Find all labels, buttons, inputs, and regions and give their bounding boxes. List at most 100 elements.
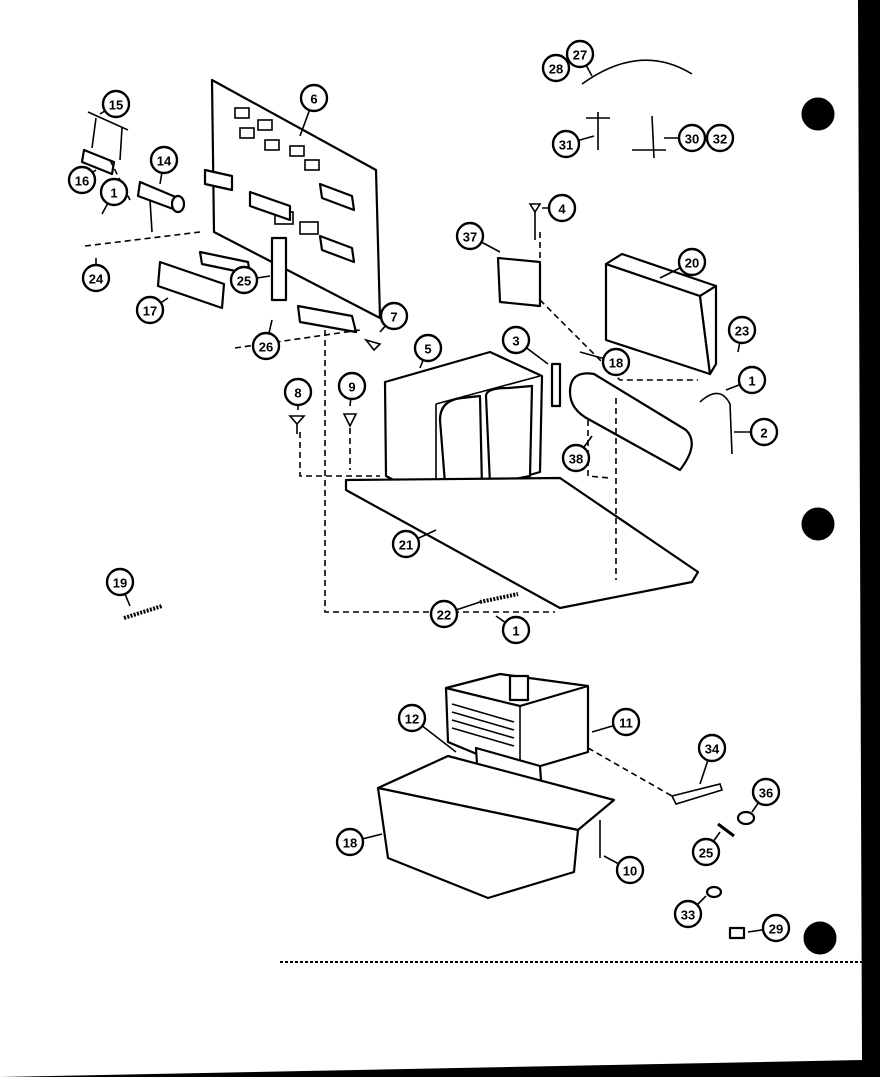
callout-circle [397,703,427,733]
callout-label: 18 [609,356,623,371]
callout-27: 27 [565,39,595,69]
part-22-screw [479,592,519,604]
guide-line-magnetron [587,747,673,797]
callout-12: 12 [397,703,427,733]
callout-34: 34 [697,733,727,763]
callout-circle [501,325,531,355]
callout-label: 9 [348,380,355,395]
screws [288,203,542,434]
callout-label: 27 [573,48,587,63]
callout-circle [335,827,365,857]
part-3-diode [550,362,562,408]
callout-label: 7 [390,310,397,325]
callout-31: 31 [551,129,581,159]
callout-label: 20 [685,256,699,271]
callout-label: 14 [157,154,172,169]
callout-label: 18 [343,836,357,851]
callout-label: 6 [310,92,317,107]
callout-label: 26 [259,340,273,355]
callout-14: 14 [149,145,179,175]
callout-circle [561,443,591,473]
callout-circle [565,39,595,69]
callout-circle [135,295,165,325]
callout-circle [501,615,531,645]
callout-16: 16 [67,165,97,195]
part-30-clip [632,115,666,159]
callout-label: 25 [237,274,251,289]
callout-7: 7 [379,301,409,331]
callout-circle [81,263,111,293]
callout-9: 9 [337,371,367,401]
callout-25: 25 [229,265,259,295]
callout-circle [691,837,721,867]
callout-4: 4 [547,193,577,223]
part-15-bracket [87,111,129,161]
callout-18-2: 18 [335,827,365,857]
guide-lines-middle [299,232,698,580]
callout-circle [697,733,727,763]
part-2-clip [699,392,733,455]
callout-23: 23 [727,315,757,345]
callout-label: 1 [110,186,117,201]
callout-3: 3 [501,325,531,355]
callout-label: 24 [89,272,104,287]
callout-label: 32 [713,132,727,147]
callout-label: 16 [75,174,89,189]
callout-circle [101,89,131,119]
callout-33: 33 [673,899,703,929]
callout-label: 33 [681,908,695,923]
control-board-assembly [198,78,382,334]
callout-label: 1 [512,624,519,639]
callout-label: 37 [463,230,477,245]
callout-6: 6 [299,83,329,113]
callout-circle [337,371,367,401]
callout-1: 1 [99,177,129,207]
callout-label: 21 [399,538,413,553]
callout-label: 1 [748,374,755,389]
part-33-nut [705,885,723,899]
part-31-clip [586,112,610,150]
callout-circle [391,529,421,559]
callout-20: 20 [677,247,707,277]
callout-circle [737,365,767,395]
callout-circle [283,377,313,407]
part-36-spring [736,810,756,826]
callout-label: 25 [699,846,713,861]
callout-32: 32 [705,123,735,153]
callout-circle [455,221,485,251]
callout-19: 19 [105,567,135,597]
callout-30: 30 [677,123,707,153]
part-14-capacitor [136,180,186,233]
callout-5: 5 [413,333,443,363]
callout-circle [677,247,707,277]
callout-circle [229,265,259,295]
callout-label: 17 [143,304,157,319]
part-17-block [156,260,226,310]
callout-label: 38 [569,452,583,467]
callout-circle [429,599,459,629]
callout-label: 8 [294,386,301,401]
callout-circle [551,129,581,159]
part-34-bracket [670,783,724,805]
part-25-resistor [270,236,288,302]
callout-label: 3 [512,334,519,349]
callout-24: 24 [81,263,111,293]
callout-10: 10 [615,855,645,885]
callout-label: 11 [619,716,633,731]
callout-label: 28 [549,62,563,77]
part-20-box [604,252,718,376]
part-16-fuse [80,148,116,176]
callout-26: 26 [251,331,281,361]
callout-25-2: 25 [691,837,721,867]
callout-circle [673,899,703,929]
callout-8: 8 [283,377,313,407]
paper-sheet [0,0,862,1077]
binder-hole-bottom [803,921,837,955]
callout-circle [705,123,735,153]
callout-circle [379,301,409,331]
callout-36: 36 [751,777,781,807]
callout-1-3: 1 [501,615,531,645]
